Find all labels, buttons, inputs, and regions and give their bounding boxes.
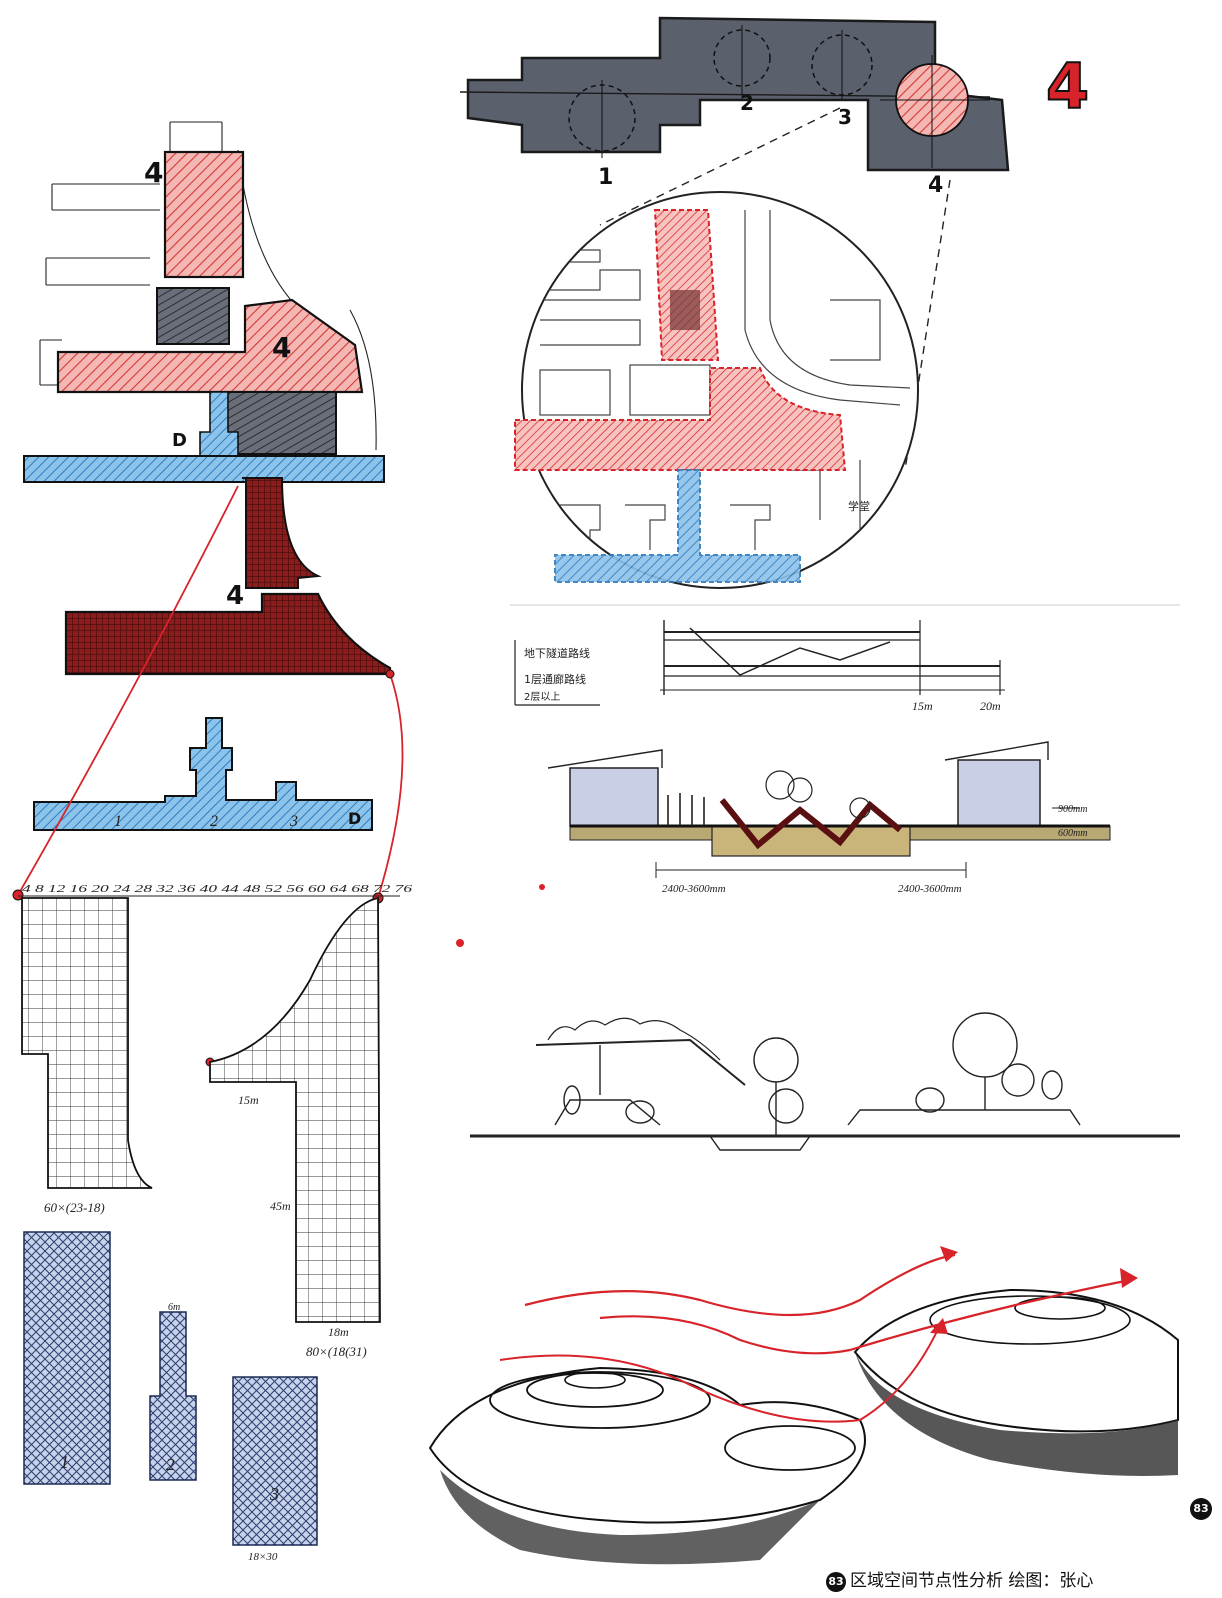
plan-node-circle-2 xyxy=(713,29,771,87)
label-top-4: 4 xyxy=(144,156,163,189)
section-canopy-trees xyxy=(470,1012,1180,1151)
label-top-d: D xyxy=(172,430,187,451)
label-blue-2: 2 xyxy=(210,813,218,830)
module-bottom-label: 18×30 xyxy=(248,1551,278,1563)
distance-label-15m: 15m xyxy=(912,699,933,713)
grid2-15m-label: 15m xyxy=(238,1093,259,1107)
grid2-45m-label: 45m xyxy=(270,1199,291,1213)
site-plan-strip: 1 2 3 4 4 xyxy=(459,16,1090,471)
label-blue-3: 3 xyxy=(289,813,298,830)
module-label-2: 2 xyxy=(166,1455,175,1474)
section-sunken-path: 900mm 600mm 2400-3600mm 2400-3600mm xyxy=(547,741,1111,895)
legend-item-1: 地下隧道路线 xyxy=(524,646,590,660)
grid-studies: 4 8 12 16 20 24 28 32 36 40 44 48 52 56 … xyxy=(18,884,412,1359)
label-mid-4: 4 xyxy=(272,331,291,364)
grid1-size-label: 60×(23-18) xyxy=(44,1200,105,1215)
grid2-18m-label: 18m xyxy=(328,1325,349,1339)
module-top-label: 6m xyxy=(168,1302,180,1313)
scale-ruler: 4 8 12 16 20 24 28 32 36 40 44 48 52 56 … xyxy=(22,884,412,895)
label-blue-1: 1 xyxy=(114,813,122,830)
label-blue-d: D xyxy=(348,809,361,828)
big-node-label: 4 xyxy=(1046,50,1089,123)
legend-item-3: 2层以上 xyxy=(524,691,560,703)
grid2-size-label: 80×(18(31) xyxy=(306,1344,367,1359)
section-width-2: 2400-3600mm xyxy=(898,883,962,895)
module-label-1: 1 xyxy=(60,1452,69,1472)
plan-label-4: 4 xyxy=(928,173,943,198)
label-dark-4: 4 xyxy=(226,581,244,611)
section-height-2: 600mm xyxy=(1058,828,1087,839)
legend-item-2: 1层通廊路线 xyxy=(524,672,586,686)
distance-label-20m: 20m xyxy=(980,699,1001,713)
page-badge: 83 xyxy=(1190,1498,1212,1520)
magnified-map: 学堂 xyxy=(514,191,919,589)
caption-text: 区域空间节点性分析 绘图：张心 xyxy=(850,1571,1094,1591)
mound-perspective xyxy=(428,1246,1179,1565)
caption-number-badge: 83 xyxy=(826,1572,846,1592)
section-height-1: 900mm xyxy=(1058,804,1087,815)
map-text-label: 学堂 xyxy=(848,499,870,513)
route-diagram: 地下隧道路线 1层通廊路线 2层以上 15m 20m xyxy=(510,604,1180,713)
left-flow-diagram: 4 4 D 4 1 2 3 D xyxy=(12,121,404,1067)
hatched-modules: 1 6m 2 3 18×30 xyxy=(23,1231,318,1563)
plan-label-2: 2 xyxy=(740,91,754,115)
plan-label-3: 3 xyxy=(838,105,852,129)
module-label-3: 3 xyxy=(269,1484,279,1504)
section-width-1: 2400-3600mm xyxy=(662,883,726,895)
plan-label-1: 1 xyxy=(598,165,613,190)
